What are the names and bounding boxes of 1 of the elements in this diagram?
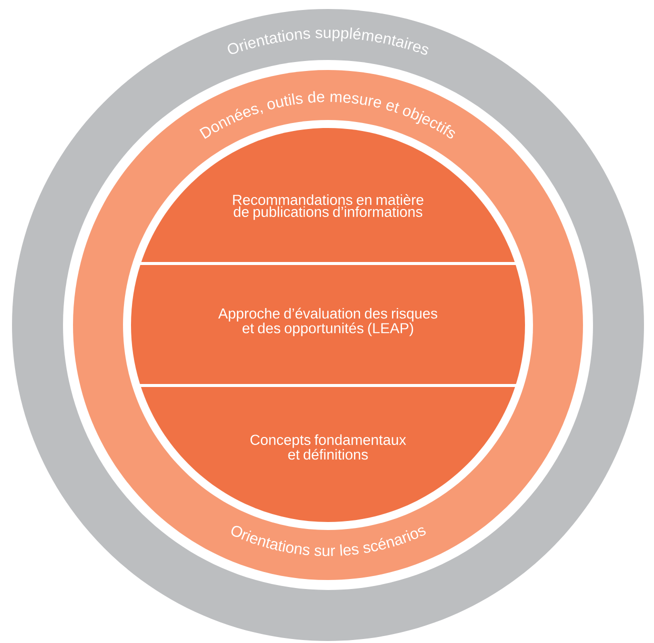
- segment-band: Approche d’évaluation des risques et des opportunités (LEAP): [131, 265, 525, 384]
